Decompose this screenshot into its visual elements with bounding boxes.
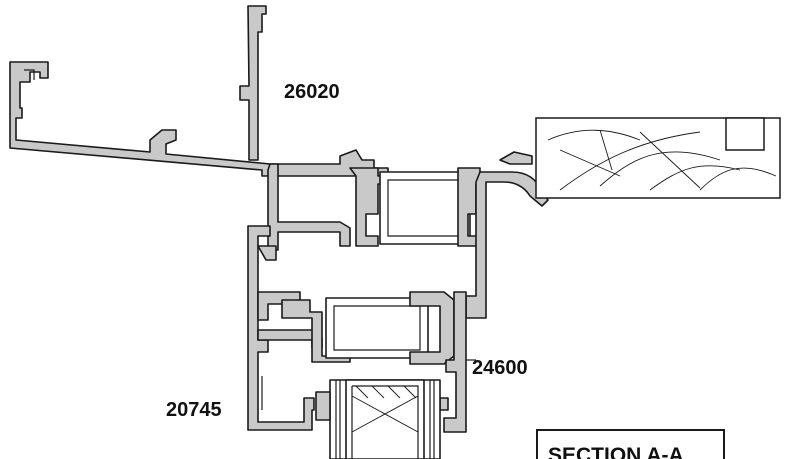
upper-frame xyxy=(267,163,389,251)
upper-glazing-unit xyxy=(379,167,487,247)
leader-lines xyxy=(261,359,476,410)
label-26020: 26020 xyxy=(284,81,340,103)
frame-profile-20745 xyxy=(247,225,323,431)
label-20745: 20745 xyxy=(166,399,222,421)
middle-glazing-unit xyxy=(281,291,455,365)
timber-block xyxy=(535,117,781,199)
vertical-fin xyxy=(239,5,267,161)
lower-sash xyxy=(315,379,441,459)
right-extension xyxy=(465,151,549,319)
section-title-box: SECTION A-A xyxy=(536,429,725,459)
sill-profile-26020 xyxy=(9,61,389,177)
section-title: SECTION A-A xyxy=(548,444,684,459)
label-24600: 24600 xyxy=(472,357,528,379)
